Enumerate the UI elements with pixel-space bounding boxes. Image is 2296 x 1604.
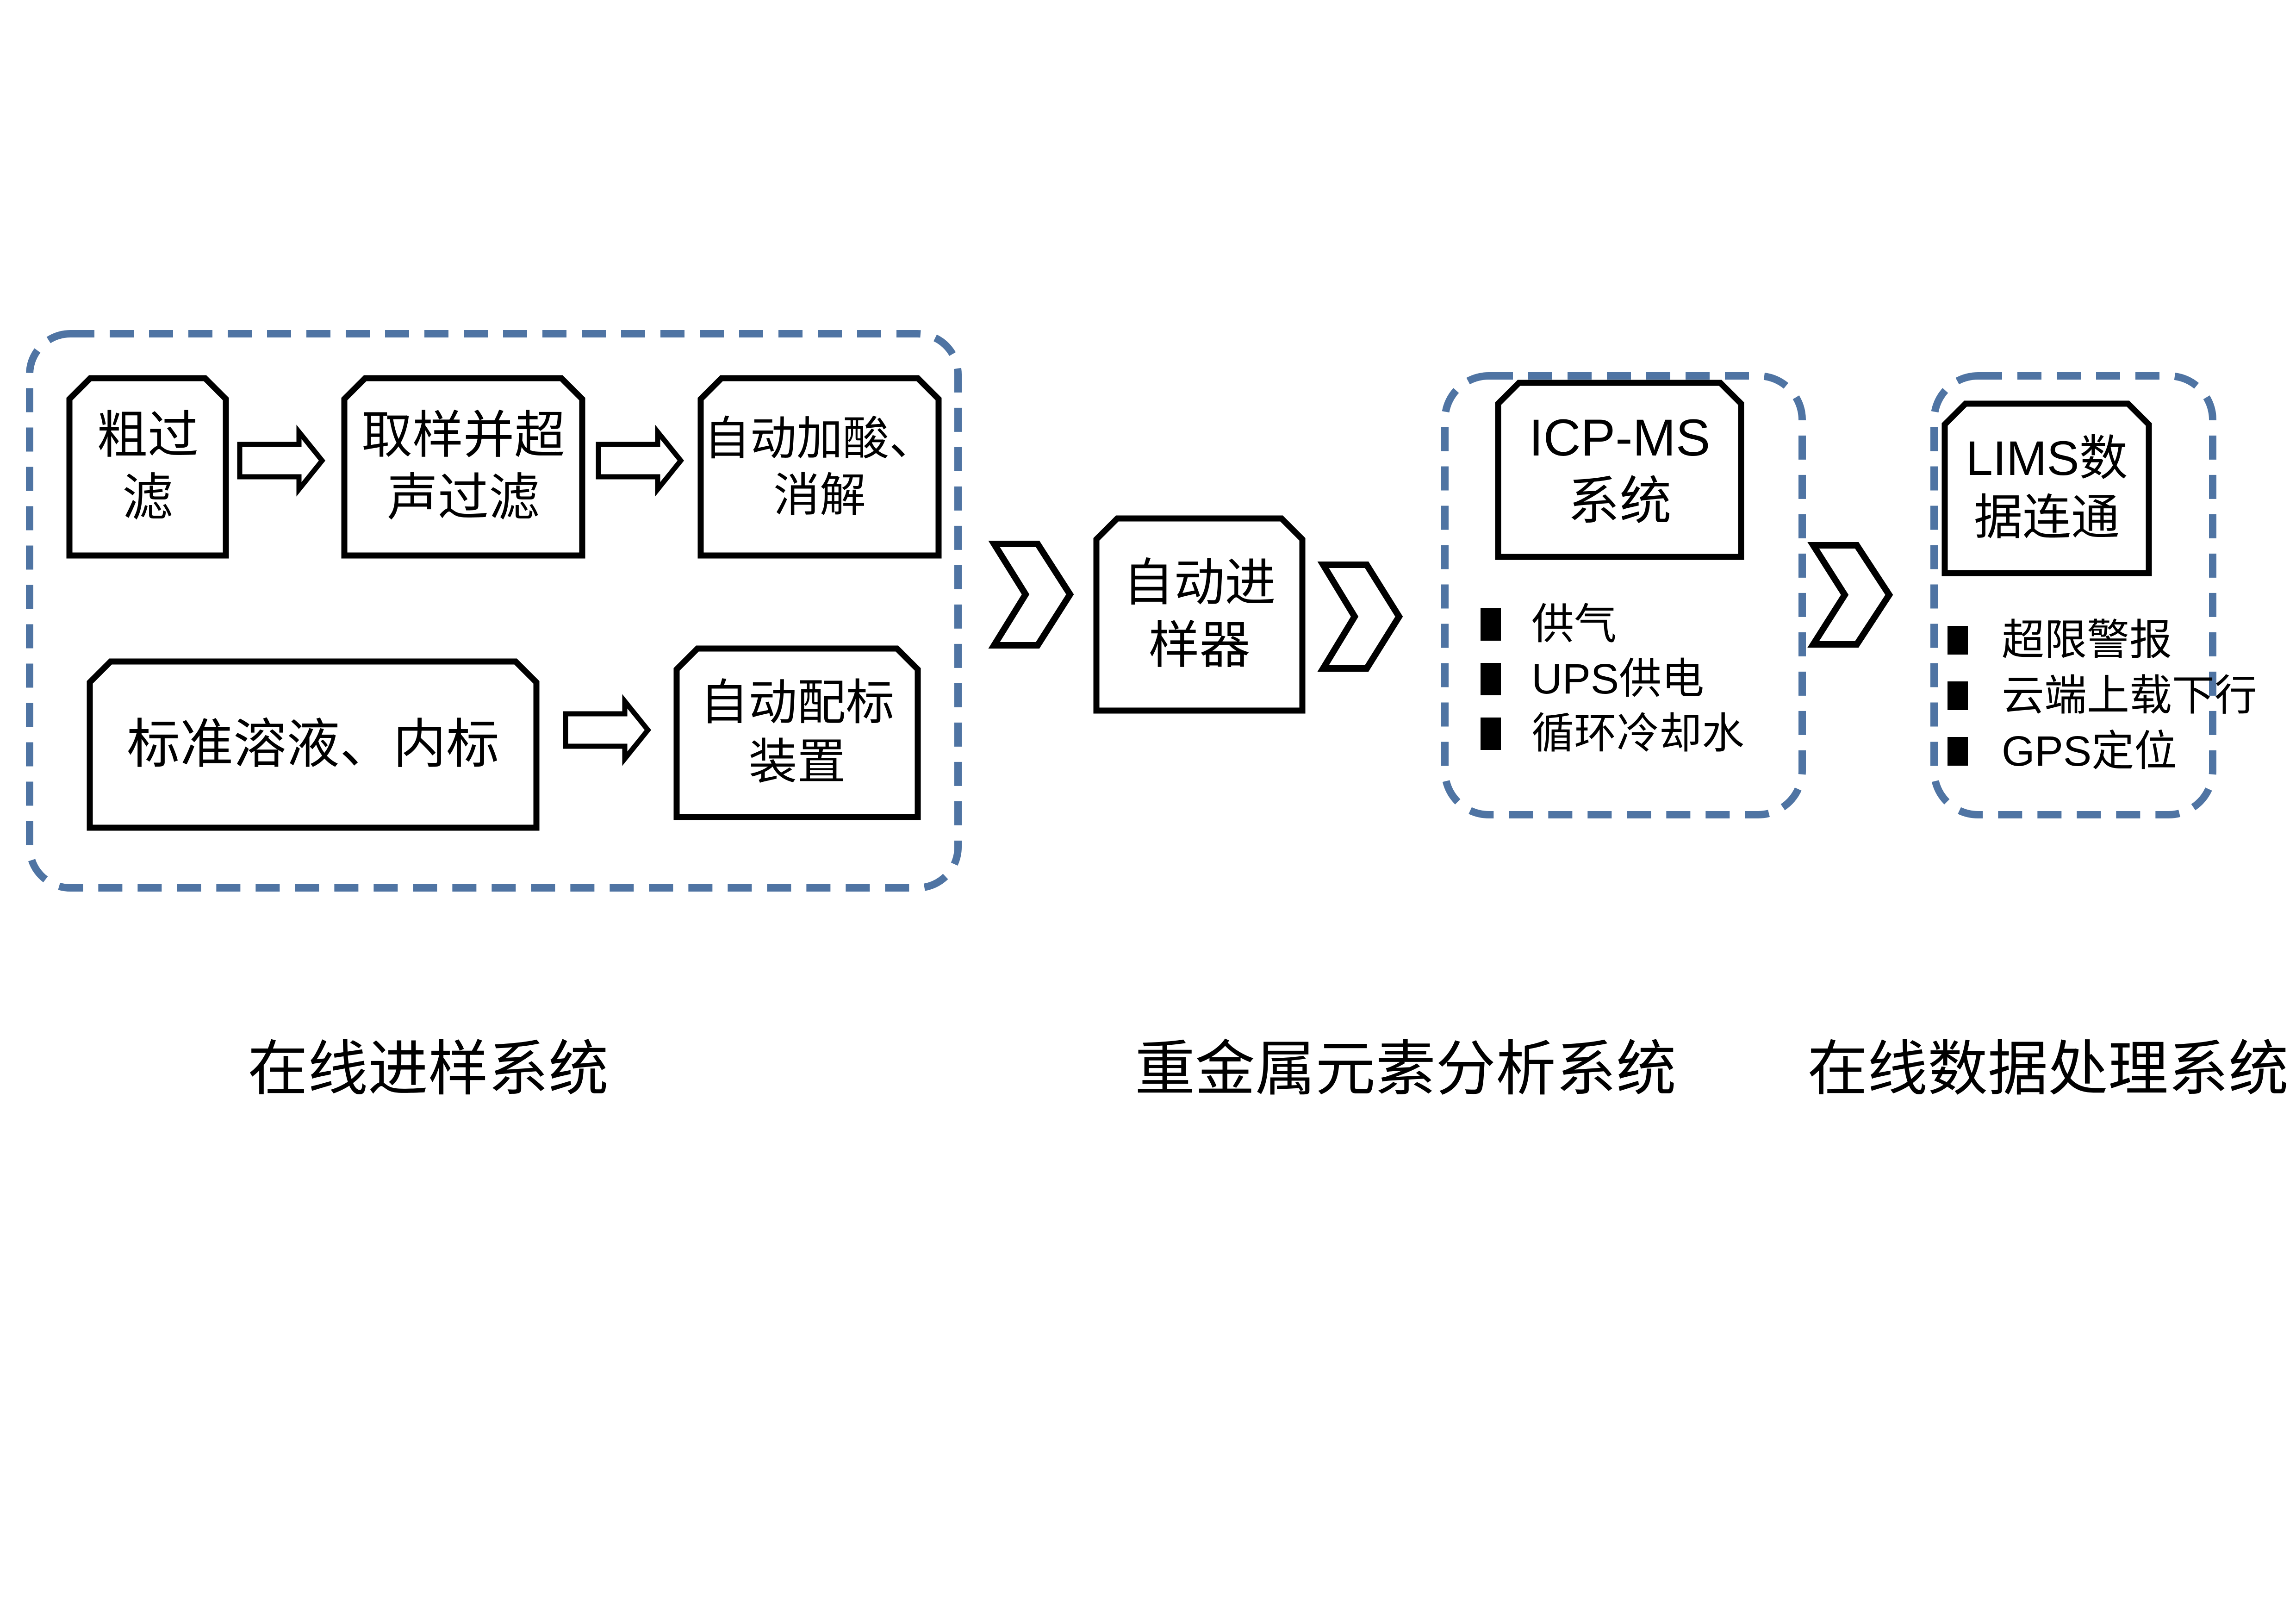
- bullet-square-icon: [1948, 737, 1968, 766]
- notched-box-shape: [697, 375, 942, 559]
- notched-box-shape: [66, 375, 229, 559]
- bullet-label: 超限警报: [2002, 617, 2172, 664]
- analysis-system-label: 重金属元素分析系统: [1135, 1036, 1677, 1103]
- bullet-square-icon: [1481, 663, 1501, 695]
- auto-calibration-label: 自动配标 装置: [700, 675, 895, 789]
- bullet-square-icon: [1481, 718, 1501, 750]
- list-item: 超限警报: [1948, 612, 2257, 668]
- coarse-filter-label: 粗过 滤: [97, 407, 199, 526]
- autosampler-box: 自动进 样器: [1093, 515, 1306, 714]
- right-block-arrow-icon: [596, 424, 684, 497]
- chevron-right-icon: [1807, 542, 1893, 648]
- acid-digestion-box: 自动加酸、 消解: [697, 375, 942, 559]
- bullet-label: 云端上载下行: [2002, 672, 2258, 719]
- list-item: 循环冷却水: [1481, 706, 1744, 761]
- bullet-label: 循环冷却水: [1531, 710, 1745, 757]
- bullet-label: 供气: [1531, 601, 1617, 648]
- auto-calibration-box: 自动配标 装置: [673, 645, 921, 820]
- sampling-system-label: 在线进样系统: [247, 1036, 609, 1103]
- ultrasonic-sampling-label: 取样并超 声过滤: [361, 407, 565, 526]
- ultrasonic-sampling-box: 取样并超 声过滤: [341, 375, 585, 559]
- notched-box-shape: [1941, 400, 2152, 576]
- bullet-label: UPS供电: [1531, 655, 1705, 703]
- autosampler-label: 自动进 样器: [1123, 555, 1276, 674]
- bullet-square-icon: [1948, 681, 1968, 710]
- right-block-arrow-icon: [563, 694, 652, 766]
- icpms-title-box: ICP-MS 系统: [1495, 380, 1744, 560]
- list-item: 供气: [1481, 597, 1744, 652]
- list-item: 云端上载下行: [1948, 668, 2257, 724]
- bullet-label: GPS定位: [2002, 728, 2177, 775]
- icpms-system-container: [1441, 372, 1806, 818]
- bullet-square-icon: [1948, 626, 1968, 655]
- notched-box-shape: [341, 375, 585, 559]
- notched-box-shape: [673, 645, 921, 820]
- standard-solution-label: 标准溶液、内标: [126, 715, 499, 774]
- processing-system-label: 在线数据处理系统: [1807, 1036, 2289, 1103]
- lims-system-container: [1930, 372, 2216, 818]
- lims-title-box: LIMS数 据连通: [1941, 400, 2152, 576]
- sampling-system-container: [26, 330, 962, 892]
- coarse-filter-box: 粗过 滤: [66, 375, 229, 559]
- lims-bullet-list: 超限警报 云端上载下行 GPS定位: [1948, 612, 2257, 779]
- list-item: GPS定位: [1948, 724, 2257, 779]
- chevron-right-icon: [988, 541, 1074, 649]
- list-item: UPS供电: [1481, 652, 1744, 706]
- notched-box-shape: [1093, 515, 1306, 714]
- icpms-title-label: ICP-MS 系统: [1529, 409, 1711, 530]
- lims-title-label: LIMS数 据连通: [1966, 431, 2128, 545]
- bullet-square-icon: [1481, 608, 1501, 641]
- notched-box-shape: [87, 658, 540, 831]
- chevron-right-icon: [1317, 562, 1403, 672]
- notched-box-shape: [1495, 380, 1744, 560]
- standard-solution-box: 标准溶液、内标: [87, 658, 540, 831]
- acid-digestion-label: 自动加酸、 消解: [704, 412, 935, 521]
- icpms-bullet-list: 供气 UPS供电 循环冷却水: [1481, 597, 1744, 761]
- right-block-arrow-icon: [237, 424, 326, 497]
